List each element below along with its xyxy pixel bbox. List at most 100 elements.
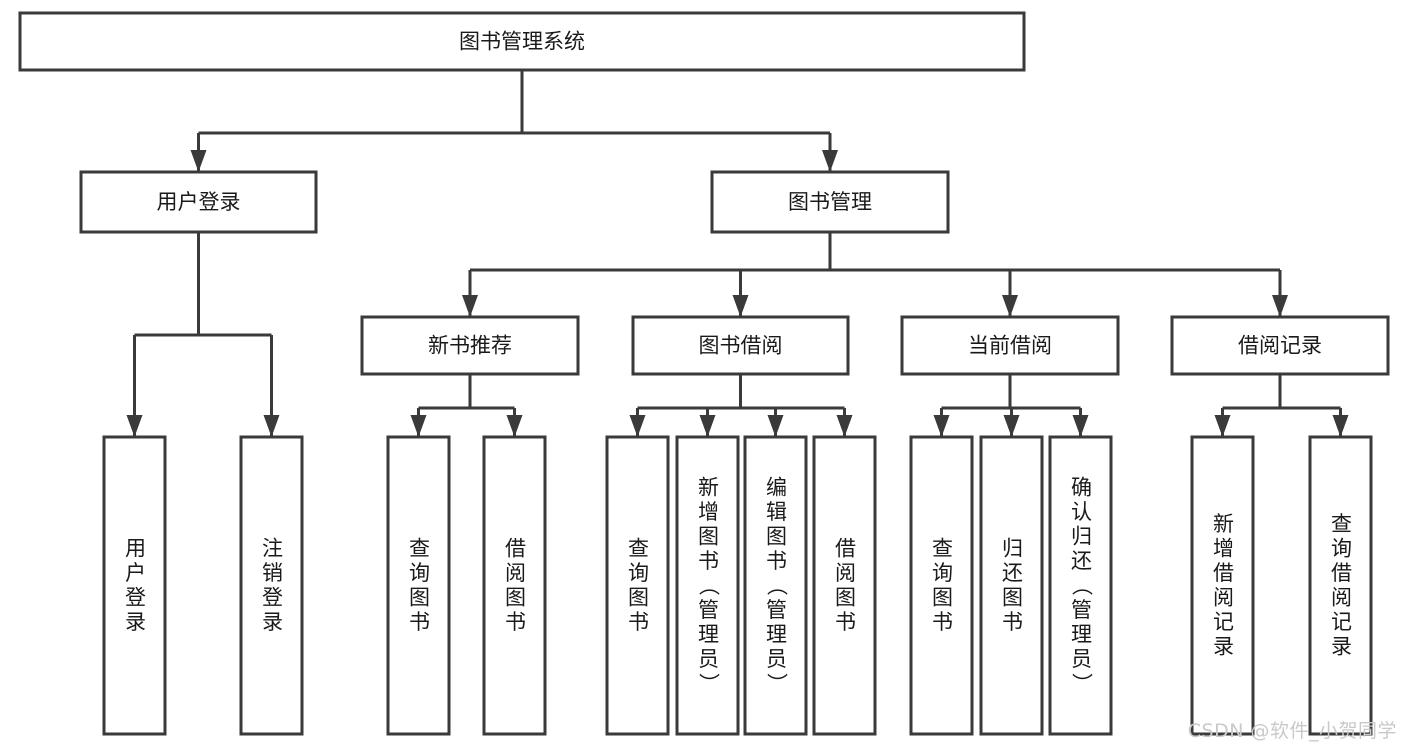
- node-label-char: 管: [698, 598, 719, 622]
- node-label-char: 书: [932, 610, 953, 634]
- node-label-char: ）: [765, 673, 789, 694]
- node-l3-current-borrow[interactable]: 当前借阅: [900, 315, 1120, 376]
- node-label: 借阅记录: [1238, 334, 1322, 358]
- node-box: [482, 435, 547, 736]
- node-box: [675, 435, 740, 736]
- node-label-char: 图: [1002, 586, 1023, 610]
- node-label: 图书借阅: [699, 334, 783, 358]
- node-label-char: 新: [1213, 512, 1234, 536]
- arrow-head-icon: [933, 415, 950, 437]
- arrow-head-icon: [629, 415, 646, 437]
- node-label-char: 借: [1331, 561, 1352, 585]
- node-label-char: 查: [932, 537, 953, 561]
- node-l3-book-borrow[interactable]: 图书借阅: [631, 315, 850, 376]
- node-box: [605, 435, 670, 736]
- node-label-char: 注: [262, 537, 283, 561]
- node-box: [1308, 435, 1373, 736]
- node-box: [102, 435, 167, 736]
- node-label-char: 阅: [1213, 586, 1234, 610]
- node-label-char: 询: [628, 561, 649, 585]
- node-l3-new-book-rec[interactable]: 新书推荐: [360, 315, 580, 376]
- node-label-char: 图: [628, 586, 649, 610]
- node-l3-borrow-record[interactable]: 借阅记录: [1170, 315, 1390, 376]
- node-label-char: 阅: [835, 561, 856, 585]
- node-box: [1190, 435, 1255, 736]
- node-label-char: 阅: [1331, 586, 1352, 610]
- node-leaf-user-login[interactable]: 用户登录: [102, 435, 167, 736]
- node-label-char: 图: [409, 586, 430, 610]
- node-label-char: 询: [409, 561, 430, 585]
- node-label-char: 图: [932, 586, 953, 610]
- node-label-char: 阅: [505, 561, 526, 585]
- node-label-char: 借: [835, 537, 856, 561]
- node-label-char: 书: [409, 610, 430, 634]
- node-label-char: 查: [628, 537, 649, 561]
- node-label: 用户登录: [157, 190, 241, 214]
- arrow-head-icon: [263, 415, 280, 437]
- node-label-char: 还: [1002, 561, 1023, 585]
- node-layer: 图书管理系统用户登录图书管理新书推荐图书借阅当前借阅借阅记录用户登录注销登录查询…: [18, 11, 1390, 736]
- node-label-char: 录: [1213, 635, 1234, 659]
- node-label: 新书推荐: [428, 334, 512, 358]
- node-label-char: （: [697, 575, 721, 596]
- node-box: [360, 315, 580, 376]
- node-label-char: 记: [1213, 610, 1234, 634]
- arrow-head-icon: [462, 295, 478, 317]
- node-l2-user-login[interactable]: 用户登录: [79, 170, 318, 234]
- node-label-char: 销: [262, 561, 283, 585]
- node-box: [812, 435, 877, 736]
- node-label-char: 录: [1331, 635, 1352, 659]
- node-label: 当前借阅: [968, 334, 1052, 358]
- node-label-char: 图: [835, 586, 856, 610]
- node-label-char: 书: [1002, 610, 1023, 634]
- arrow-head-icon: [699, 415, 716, 437]
- node-l2-book-mgmt[interactable]: 图书管理: [710, 170, 950, 234]
- arrow-head-icon: [822, 150, 838, 172]
- node-label-char: 借: [505, 537, 526, 561]
- arrow-head-icon: [1332, 415, 1349, 437]
- node-label-char: 户: [125, 561, 146, 585]
- node-root[interactable]: 图书管理系统: [18, 11, 1026, 72]
- arrow-head-icon: [1072, 415, 1089, 437]
- node-label-char: 录: [125, 610, 146, 634]
- node-box: [386, 435, 451, 736]
- node-label-char: 书: [835, 610, 856, 634]
- node-label-char: 登: [262, 586, 283, 610]
- node-label-char: 确: [1071, 475, 1092, 499]
- node-label-char: （: [765, 575, 789, 596]
- node-label-char: 增: [698, 500, 719, 524]
- node-box: [710, 170, 950, 234]
- arrow-head-icon: [126, 415, 143, 437]
- node-label-char: 管: [1071, 598, 1092, 622]
- node-label-char: 员: [766, 647, 787, 671]
- node-box: [239, 435, 304, 736]
- node-label-char: 录: [262, 610, 283, 634]
- node-label-char: 理: [698, 622, 719, 646]
- node-box: [79, 170, 318, 234]
- arrow-head-icon: [1214, 415, 1231, 437]
- node-box: [743, 435, 808, 736]
- node-label-char: 增: [1213, 537, 1234, 561]
- csdn-watermark: CSDN @软件_小贺同学: [1187, 720, 1397, 742]
- node-label-char: 还: [1071, 549, 1092, 573]
- node-box: [631, 315, 850, 376]
- node-label-char: 员: [1071, 647, 1092, 671]
- arrow-head-icon: [410, 415, 427, 437]
- node-label-char: ）: [1070, 673, 1094, 694]
- node-box: [1170, 315, 1390, 376]
- arrow-head-icon: [836, 415, 853, 437]
- node-label-char: 用: [125, 537, 146, 561]
